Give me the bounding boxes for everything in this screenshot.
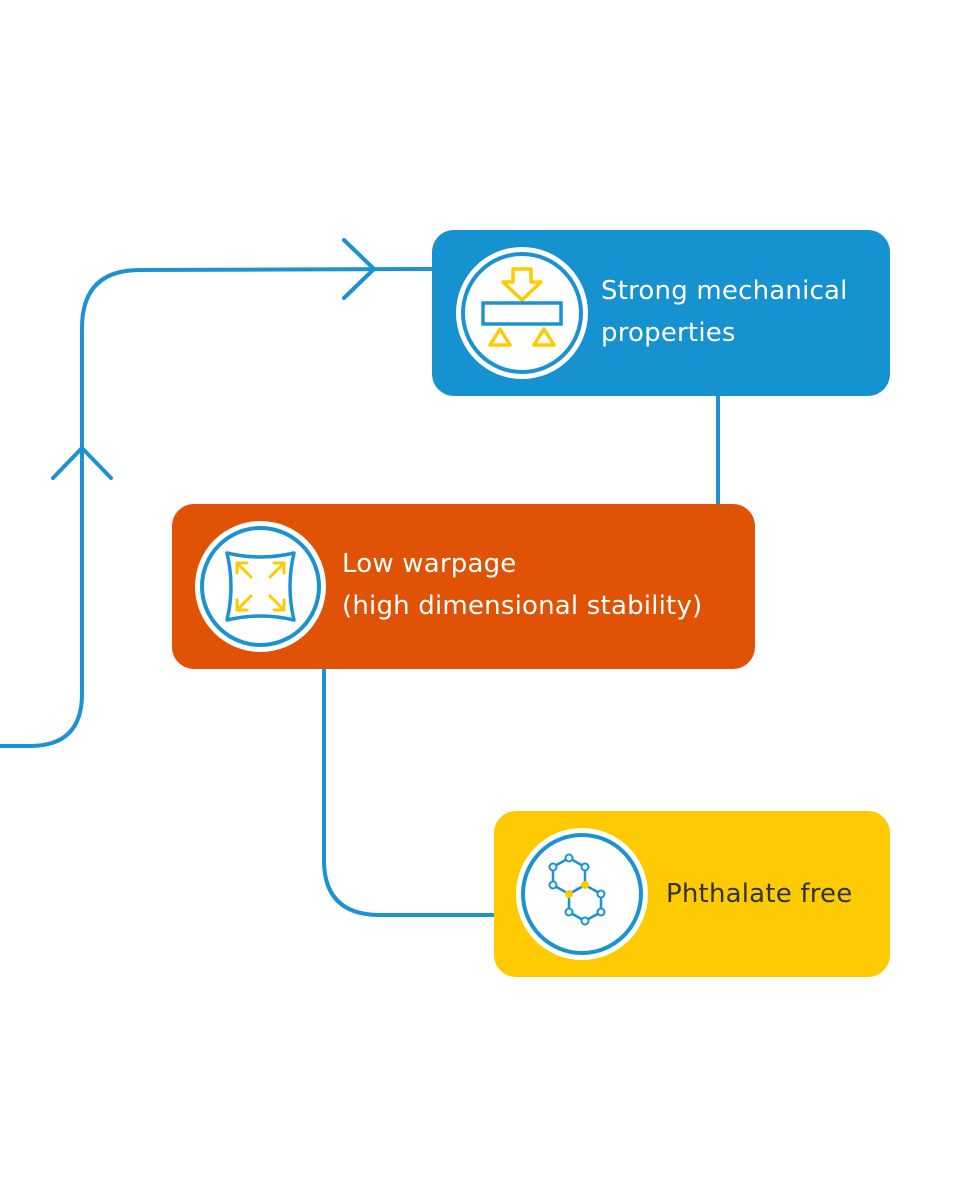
card-mechanical-line1: Strong mechanical xyxy=(601,276,848,306)
load-test-icon xyxy=(456,247,588,379)
card-mechanical-line2: properties xyxy=(601,318,736,348)
dimensional-stability-icon xyxy=(195,521,326,652)
card-phthalate-label: Phthalate free xyxy=(666,873,852,915)
arrow-right-icon xyxy=(342,238,376,300)
card-warpage-line1: Low warpage xyxy=(342,549,517,579)
card-low-warpage: Low warpage (high dimensional stability) xyxy=(172,504,755,669)
molecule-icon xyxy=(516,828,648,960)
connector-main-path xyxy=(0,267,434,748)
connector-warpage-to-phthalate xyxy=(322,667,496,917)
card-phthalate-line1: Phthalate free xyxy=(666,879,853,909)
card-mechanical-properties: Strong mechanical properties xyxy=(432,230,890,396)
card-warpage-line2: (high dimensional stability) xyxy=(342,591,703,621)
arrow-up-icon xyxy=(51,446,113,480)
card-mechanical-label: Strong mechanical properties xyxy=(601,270,848,354)
card-warpage-label: Low warpage (high dimensional stability) xyxy=(342,543,702,627)
card-phthalate-free: Phthalate free xyxy=(494,811,890,977)
